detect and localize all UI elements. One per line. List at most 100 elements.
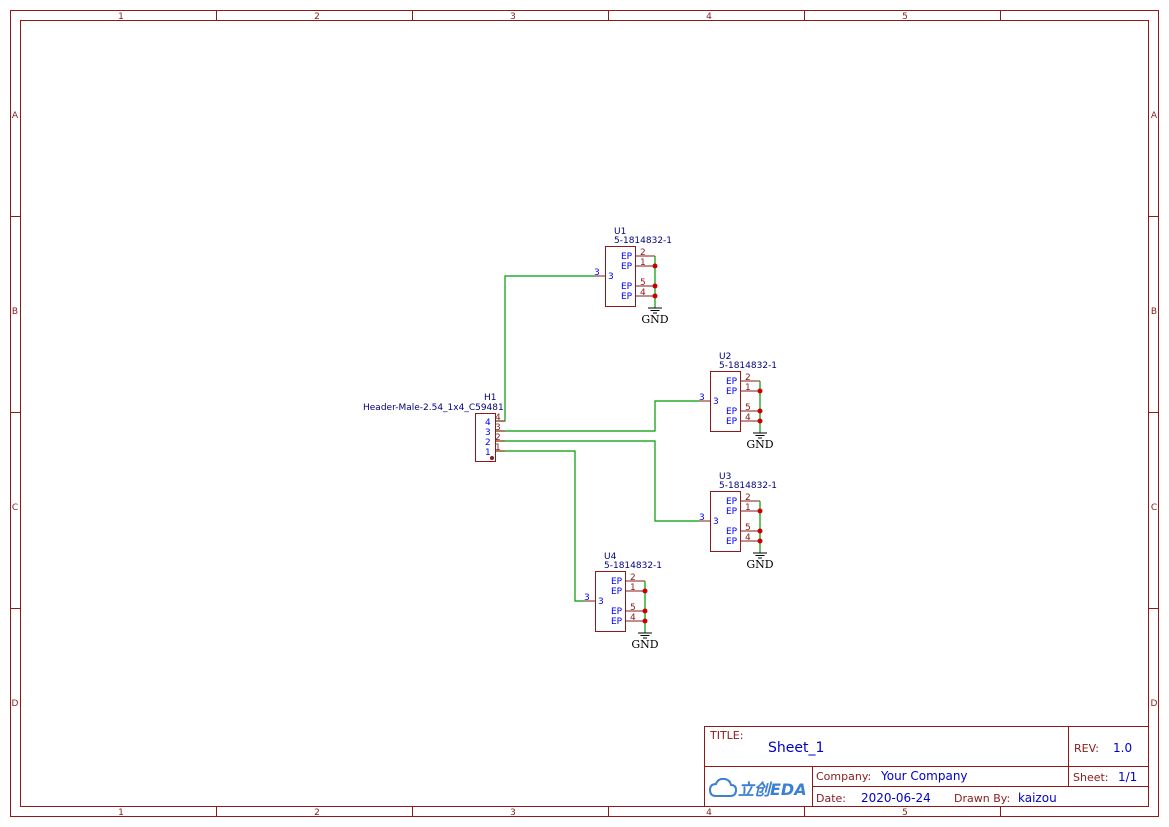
ep-pin-number: 5	[630, 603, 636, 613]
wire-h1-pin1-to-u4[interactable]	[496, 450, 585, 602]
connector-body	[595, 571, 626, 632]
sheet-label: Sheet:	[1073, 771, 1109, 784]
header-pin-number: 2	[495, 433, 501, 443]
net-wires	[496, 275, 700, 602]
title-block: TITLE: Sheet_1 REV: 1.0 Company: Your Co…	[704, 726, 1149, 807]
frame-row-label: C	[12, 503, 18, 513]
ep-label: EP	[611, 587, 623, 597]
component-ref: U4	[604, 552, 617, 562]
ep-label: EP	[726, 417, 738, 427]
frame-col-label: 2	[314, 12, 320, 22]
logo-text: 立创EDA	[738, 780, 807, 799]
frame-row-label: C	[1151, 503, 1157, 513]
junction-dot	[642, 608, 648, 614]
rev-value: 1.0	[1113, 741, 1132, 755]
header-pin-number: 4	[495, 413, 501, 423]
frame-col-label: 4	[706, 12, 712, 22]
frame-col-label: 3	[510, 808, 516, 818]
component-value: 5-1814832-1	[604, 561, 662, 571]
wire-h1-pin2-to-u3[interactable]	[496, 440, 700, 522]
pin-number: 3	[594, 268, 600, 278]
ep-pin-number: 1	[745, 503, 751, 513]
ep-label: EP	[726, 537, 738, 547]
component-value: Header-Male-2.54_1x4_C59481	[363, 403, 504, 413]
junction-dot	[757, 528, 763, 534]
frame-col-label: 2	[314, 808, 320, 818]
ep-label: EP	[621, 292, 633, 302]
wire-h1-pin4-to-u1[interactable]	[496, 275, 595, 422]
frame-col-label: 5	[902, 808, 908, 818]
pin-label: 3	[598, 597, 604, 607]
ep-pin-number: 1	[630, 583, 636, 593]
title-label: TITLE:	[709, 729, 743, 742]
component-ref: U2	[719, 352, 731, 362]
component-value: 5-1814832-1	[719, 361, 777, 371]
frame-row-label: A	[1151, 111, 1158, 121]
ep-pin-number: 4	[640, 288, 646, 298]
gnd-label: GND	[641, 313, 668, 326]
ep-label: EP	[621, 252, 633, 262]
junction-dot	[652, 263, 658, 269]
junction-dot	[757, 408, 763, 414]
header-pin-label: 4	[485, 418, 491, 428]
date-value: 2020-06-24	[861, 791, 931, 805]
header-h1[interactable]: H1 Header-Male-2.54_1x4_C59481 4 3 2 1 4…	[363, 393, 505, 462]
frame-row-label: B	[12, 307, 18, 317]
component-value: 5-1814832-1	[719, 481, 777, 491]
ep-label: EP	[611, 577, 623, 587]
ep-pin-number: 5	[745, 403, 751, 413]
header-pin-label: 3	[485, 428, 491, 438]
gnd-label: GND	[746, 558, 773, 571]
gnd-label: GND	[746, 438, 773, 451]
frame-col-label: 4	[706, 808, 712, 818]
ep-pin-number: 4	[745, 413, 751, 423]
ep-pin-number: 1	[640, 258, 646, 268]
connector-body	[710, 491, 741, 552]
header-body	[475, 413, 496, 462]
ep-label: EP	[611, 617, 623, 627]
ground-icon	[753, 432, 767, 439]
ep-label: EP	[726, 507, 738, 517]
ground-icon	[638, 632, 652, 639]
drawn-by-value: kaizou	[1018, 791, 1057, 805]
frame-col-label: 5	[902, 12, 908, 22]
frame-row-label: A	[12, 111, 19, 121]
junction-dot	[652, 293, 658, 299]
header-pin-label: 1	[485, 448, 491, 458]
ep-pin-number: 2	[745, 373, 751, 383]
cloud-icon	[708, 777, 738, 797]
component-ref: H1	[484, 393, 497, 403]
header-pin-number: 1	[495, 443, 501, 453]
date-label: Date:	[816, 792, 846, 805]
gnd-label: GND	[631, 638, 658, 651]
junction-dot	[757, 388, 763, 394]
frame-col-label: 3	[510, 12, 516, 22]
junction-dot	[652, 283, 658, 289]
ground-icon	[648, 307, 662, 314]
junction-dot	[757, 418, 763, 424]
header-pin-number: 3	[495, 423, 501, 433]
ground-icon	[753, 552, 767, 559]
pin-label: 3	[713, 517, 719, 527]
component-value: 5-1814832-1	[614, 236, 672, 246]
junction-dot	[757, 538, 763, 544]
pin-number: 3	[584, 593, 590, 603]
ep-label: EP	[621, 282, 633, 292]
ep-label: EP	[726, 407, 738, 417]
connector-body	[710, 371, 741, 432]
junction-dot	[642, 618, 648, 624]
frame-row-label: B	[1151, 307, 1157, 317]
ep-pin-number: 4	[745, 533, 751, 543]
component-ref: U3	[719, 472, 731, 482]
junction-dot	[757, 508, 763, 514]
drawn-by-label: Drawn By:	[954, 792, 1010, 805]
wire-h1-pin3-to-u2[interactable]	[496, 400, 700, 432]
frame-col-label: 1	[118, 12, 124, 22]
company-label: Company:	[816, 770, 871, 783]
junction-dot	[642, 588, 648, 594]
